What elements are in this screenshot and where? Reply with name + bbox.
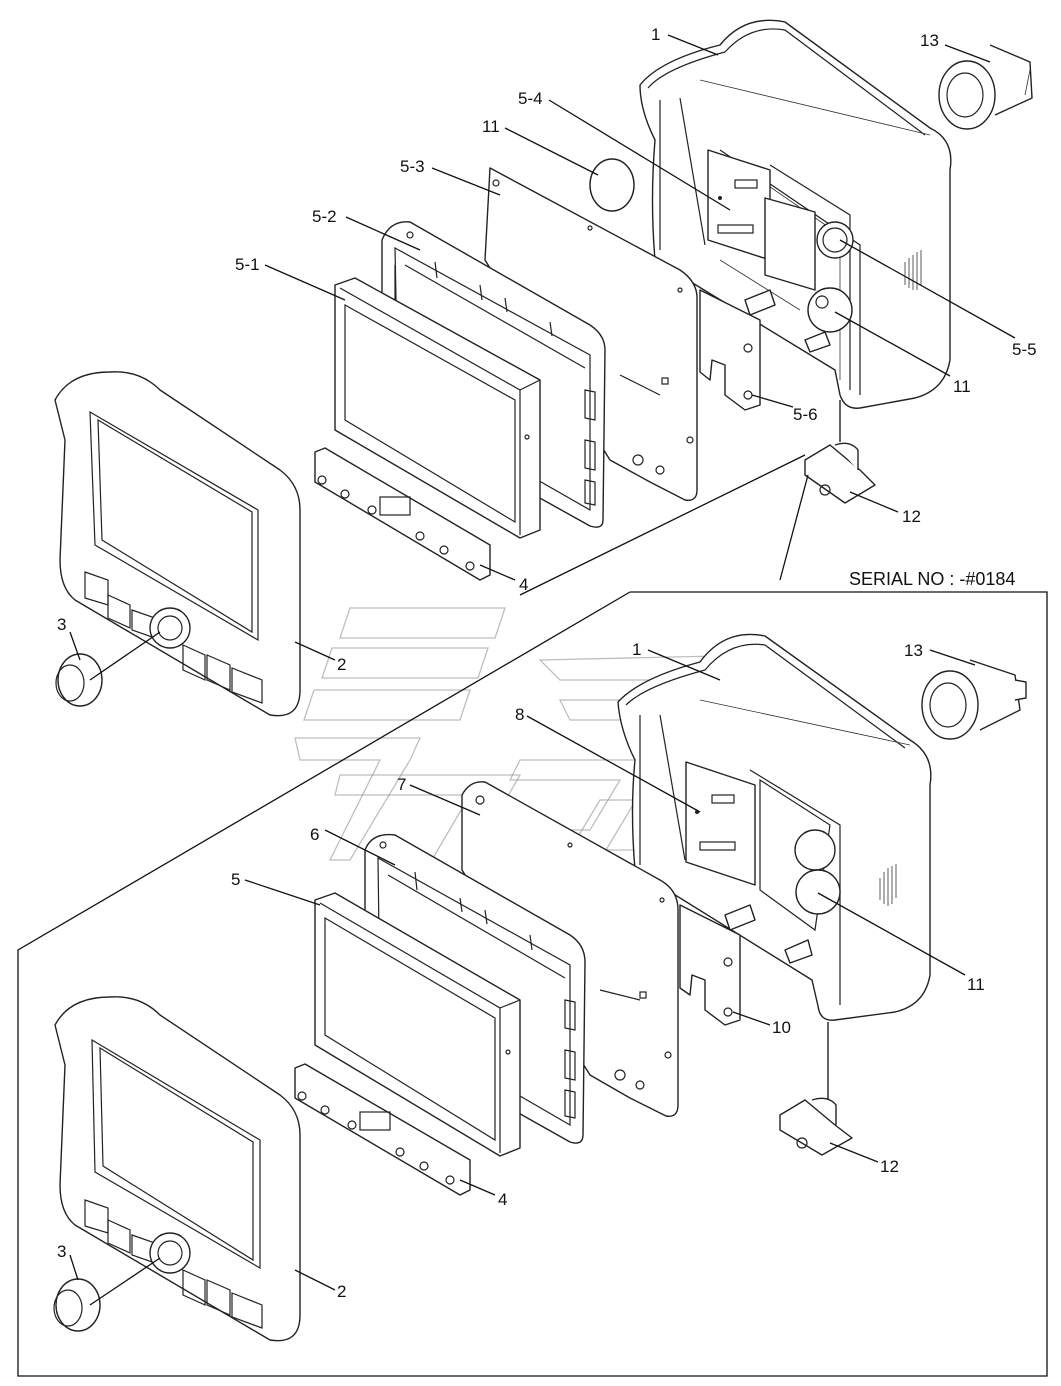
bracket-5-6 bbox=[699, 289, 761, 411]
speaker-disc-part-11 bbox=[589, 158, 635, 212]
vent-grille bbox=[904, 250, 922, 290]
front-bezel-part-2-lower bbox=[54, 996, 301, 1342]
bezel-ring-part-13-lower bbox=[921, 659, 1027, 740]
bezel-buttons-lower bbox=[84, 1199, 263, 1329]
lower-leader-lines bbox=[69, 649, 976, 1306]
front-bezel-part-2 bbox=[54, 371, 301, 717]
bosses bbox=[744, 289, 831, 353]
label-3-lower: 3 bbox=[57, 1242, 66, 1261]
housing-part-1-lower bbox=[617, 633, 932, 1021]
label-5-5: 5-5 bbox=[1012, 340, 1037, 359]
lcd-5-1 bbox=[334, 277, 541, 539]
label-12: 12 bbox=[902, 507, 921, 526]
button-strip-part-4 bbox=[314, 447, 491, 581]
label-12-lower: 12 bbox=[880, 1157, 899, 1176]
foot-part-12-lower bbox=[779, 1097, 853, 1156]
bracket-part-10 bbox=[679, 904, 741, 1026]
lower-labels: 1 13 8 7 6 5 11 10 12 4 3 2 bbox=[57, 640, 985, 1301]
lcd-part-5 bbox=[314, 892, 521, 1157]
label-7: 7 bbox=[397, 775, 406, 794]
label-13-lower: 13 bbox=[904, 641, 923, 660]
label-3: 3 bbox=[57, 615, 66, 634]
label-5-2: 5-2 bbox=[312, 207, 337, 226]
speaker-part-11-lower bbox=[794, 829, 841, 915]
label-11-lower: 11 bbox=[967, 975, 985, 994]
circuit-board-part-8 bbox=[685, 761, 756, 886]
label-1: 1 bbox=[651, 25, 660, 44]
vent-grille-lower bbox=[879, 864, 897, 906]
knob-part-3 bbox=[55, 653, 103, 707]
label-5-4: 5-4 bbox=[518, 89, 543, 108]
upper-labels: 1 13 5-4 11 5-3 5-2 5-1 5-5 11 5-6 12 4 … bbox=[57, 25, 1037, 674]
foot-part-12 bbox=[804, 442, 876, 504]
lower-assembly: 1 13 8 7 6 5 11 10 12 4 3 2 bbox=[53, 633, 1027, 1342]
label-10: 10 bbox=[772, 1018, 791, 1037]
label-4-lower: 4 bbox=[498, 1190, 507, 1209]
label-11: 11 bbox=[482, 117, 500, 136]
label-13: 13 bbox=[920, 31, 939, 50]
button-strip-part-4-lower bbox=[294, 1063, 471, 1196]
label-5-6: 5-6 bbox=[793, 405, 818, 424]
label-5-1: 5-1 bbox=[235, 255, 260, 274]
circuit-board-5-4 bbox=[707, 149, 771, 261]
upper-assembly: 1 13 5-4 11 5-3 5-2 5-1 5-5 11 5-6 12 4 … bbox=[54, 19, 1037, 717]
label-2-lower: 2 bbox=[337, 1282, 346, 1301]
board-5-5 bbox=[764, 197, 854, 291]
bosses-lower bbox=[724, 904, 813, 964]
bezel-buttons bbox=[84, 571, 263, 704]
label-11-b: 11 bbox=[953, 377, 971, 396]
label-6: 6 bbox=[310, 825, 319, 844]
label-5-3: 5-3 bbox=[400, 157, 425, 176]
serial-number-note: SERIAL NO : -#0184 bbox=[849, 569, 1015, 589]
label-4: 4 bbox=[519, 575, 528, 594]
bezel-ring-part-13 bbox=[938, 44, 1033, 130]
speaker-part-11-inner bbox=[807, 287, 853, 333]
serial-frame: SERIAL NO : -#0184 bbox=[17, 569, 1048, 1377]
upper-leader-lines bbox=[69, 34, 1016, 681]
housing-part-1 bbox=[639, 19, 952, 409]
label-1-lower: 1 bbox=[632, 640, 641, 659]
label-2: 2 bbox=[337, 655, 346, 674]
label-8: 8 bbox=[515, 705, 524, 724]
label-5: 5 bbox=[231, 870, 240, 889]
knob-part-3-lower bbox=[53, 1278, 101, 1332]
